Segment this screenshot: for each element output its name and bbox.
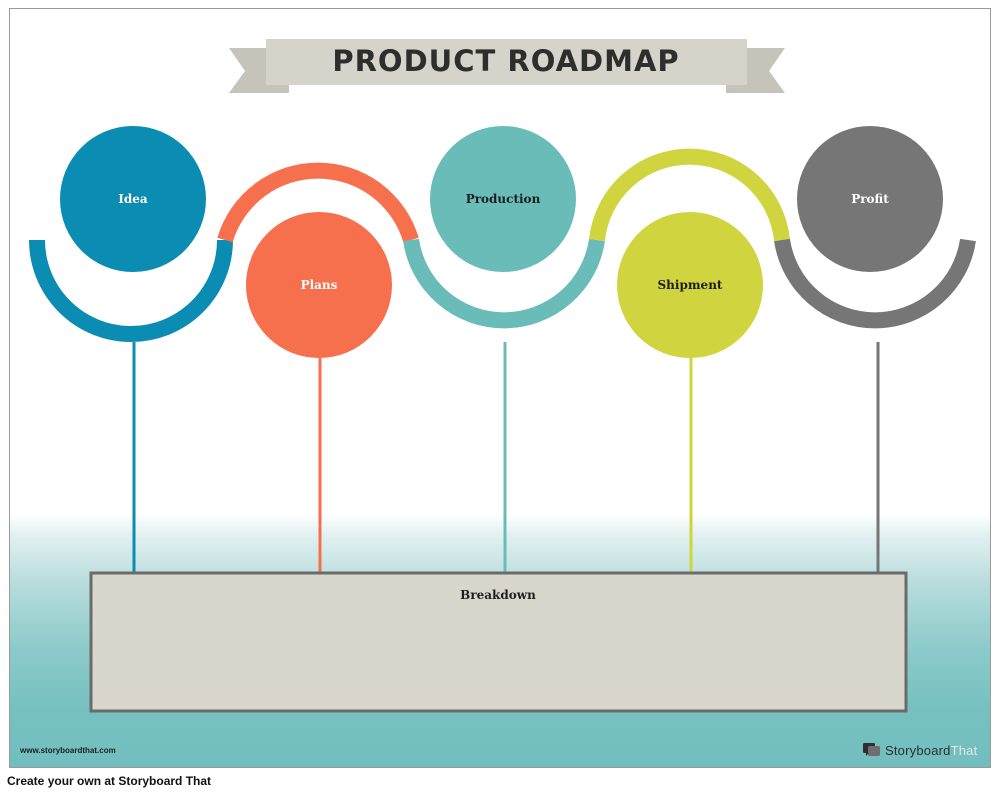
page-title: PRODUCT ROADMAP <box>332 44 679 78</box>
storyboardthat-logo: StoryboardThat <box>863 742 977 758</box>
logo-word-faded: That <box>950 742 978 758</box>
watermark-url: www.storyboardthat.com <box>20 746 116 755</box>
arc-shipment <box>589 148 790 241</box>
circle-profit <box>797 126 943 272</box>
circle-idea <box>60 126 206 272</box>
logo-wordmark: StoryboardThat <box>885 743 977 758</box>
logo-word-main: Storyboard <box>885 742 951 758</box>
roadmap-diagram: PRODUCT ROADMAP <box>29 39 976 713</box>
label-shipment: Shipment <box>658 278 723 292</box>
circle-production <box>430 126 576 272</box>
worksheet-page: PRODUCT ROADMAP <box>9 8 991 768</box>
arc-production <box>403 238 605 329</box>
label-idea: Idea <box>118 192 148 206</box>
banner-body <box>266 39 747 85</box>
stems <box>132 342 880 574</box>
label-profit: Profit <box>851 192 889 206</box>
label-plans: Plans <box>301 278 338 292</box>
title-banner: PRODUCT ROADMAP <box>229 39 785 93</box>
breakdown-title: Breakdown <box>460 588 536 602</box>
breakdown-box: Breakdown <box>89 571 908 713</box>
arc-plans <box>217 162 419 243</box>
connector-arcs <box>29 148 976 342</box>
circle-shipment <box>617 212 763 358</box>
breakdown-panel[interactable] <box>89 571 908 713</box>
speech-bubble-icon <box>863 743 881 757</box>
stage-circles <box>60 126 943 358</box>
circle-plans <box>246 212 392 358</box>
arc-idea <box>29 239 233 342</box>
label-production: Production <box>466 192 541 206</box>
stage-labels: Idea Plans Production Shipment Profit <box>118 192 889 292</box>
footer-credit[interactable]: Create your own at Storyboard That <box>7 774 212 788</box>
arc-profit <box>774 238 976 329</box>
